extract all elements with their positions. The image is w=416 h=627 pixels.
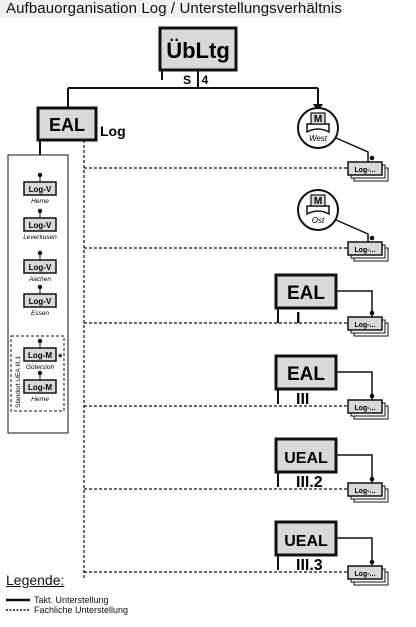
- m-unit-symbol: M: [314, 114, 322, 125]
- log-badge-label: Log-...: [355, 322, 376, 329]
- log-m-badge-label: Log-M: [28, 383, 52, 392]
- m-unit-symbol: M: [314, 196, 322, 207]
- log-v-place: Aachen: [28, 276, 51, 283]
- log-badge-label: Log-...: [355, 488, 376, 495]
- legend-solid-label: Takt. Unterstellung: [34, 595, 109, 605]
- top-unit-sub-left: S: [183, 73, 191, 87]
- log-badge-dot: [369, 393, 375, 399]
- standort-label: Standort UEA III.1: [15, 356, 22, 408]
- eal-box: [36, 106, 98, 142]
- log-m-badge-label: Log-M: [28, 351, 52, 360]
- log-badge: [347, 316, 383, 331]
- right-unit-sub: I: [296, 310, 300, 327]
- log-m-place: Herne: [31, 396, 49, 403]
- standort-star: *: [58, 352, 63, 364]
- log-badge-dot: [369, 476, 375, 482]
- log-badge: [347, 161, 383, 176]
- log-v-badge-label: Log-V: [29, 297, 52, 306]
- log-badge-dot: [369, 559, 375, 565]
- right-unit-box: [274, 354, 338, 391]
- log-badge-label: Log-...: [355, 247, 376, 254]
- top-unit-label: ÜbLtg: [166, 38, 230, 63]
- m-unit-box: [310, 194, 326, 207]
- right-unit-box: [274, 273, 338, 310]
- m-unit-box: [310, 112, 326, 125]
- log-badge-label: Log-...: [355, 167, 376, 174]
- right-unit-sub: III.2: [296, 474, 323, 491]
- right-unit-sub: III.3: [296, 557, 323, 574]
- title-bar: [0, 0, 340, 18]
- m-unit-place: West: [309, 134, 328, 143]
- log-badge: [347, 565, 383, 580]
- m-unit-shape: [306, 123, 330, 134]
- m-unit-place: Ost: [312, 216, 325, 225]
- page-title: Aufbauorganisation Log / Unterstellungsv…: [6, 0, 342, 17]
- log-badge-dot: [369, 235, 375, 241]
- standort-group-box: [10, 335, 65, 412]
- badge-dot: [37, 338, 43, 344]
- log-badge-dot: [369, 310, 375, 316]
- log-v-badge-label: Log-V: [29, 185, 52, 194]
- right-unit-label: EAL: [287, 283, 325, 304]
- log-badge: [347, 482, 383, 497]
- top-unit-box: [158, 26, 238, 72]
- log-badge-label: Log-...: [355, 405, 376, 412]
- log-m-place: Gütersloh: [26, 364, 55, 371]
- log-v-place: Essen: [31, 310, 49, 317]
- right-unit-label: UEAL: [284, 450, 328, 467]
- log-v-badge-label: Log-V: [29, 221, 52, 230]
- eal-suffix: Log: [100, 123, 126, 139]
- badge-dot: [37, 370, 43, 376]
- eal-label: EAL: [49, 115, 85, 135]
- right-unit-label: UEAL: [284, 533, 328, 550]
- log-v-badge-label: Log-V: [29, 263, 52, 272]
- m-unit-shape: [306, 205, 330, 216]
- log-badge-label: Log-...: [355, 571, 376, 578]
- right-unit-label: EAL: [287, 364, 325, 385]
- right-unit-sub: III: [296, 391, 309, 408]
- log-v-place: Herne: [31, 198, 49, 205]
- badge-dot: [37, 284, 43, 290]
- log-v-place: Leverkusen: [23, 234, 57, 241]
- badge-dot: [37, 250, 43, 256]
- log-badge: [347, 399, 383, 414]
- legend-dashed-label: Fachliche Unterstellung: [34, 605, 129, 615]
- right-unit-box: [274, 437, 338, 474]
- badge-dot: [37, 172, 43, 178]
- legend-title: Legende:: [6, 572, 65, 588]
- top-unit-sub-right: 4: [202, 73, 209, 87]
- log-badge: [347, 241, 383, 256]
- log-badge-dot: [369, 155, 375, 161]
- badge-dot: [37, 208, 43, 214]
